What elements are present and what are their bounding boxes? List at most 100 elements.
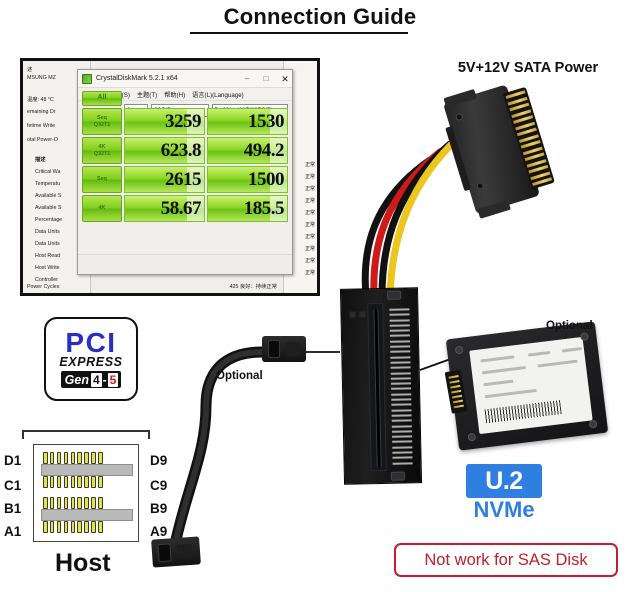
bg-text-9: Available S (35, 193, 62, 199)
pcie-gen-label: Gen (64, 372, 89, 387)
title-underline (190, 32, 408, 34)
ssd-barcode (484, 400, 562, 424)
4k-button[interactable]: 4K (82, 195, 122, 222)
benchmark-screenshot: 述 MSUNG MZ 温度: 48 °C emaining Dr fetime … (20, 58, 320, 296)
host-bracket (22, 430, 150, 439)
sata-data-connector-bottom (151, 536, 201, 568)
cdm-results-grid: All Seq Q32T1 3259 1530 (82, 91, 288, 222)
bg-footer-value: 425 良好：持续正常 (229, 284, 277, 290)
cell-highlight (186, 109, 204, 134)
pci-express-logo: PCI EXPRESS Gen 4 - 5 (44, 317, 138, 401)
cell-highlight (269, 167, 287, 192)
bg-text-2: 温度: 48 °C (27, 97, 54, 103)
crystaldiskmark-app-icon (82, 73, 92, 84)
cdm-window-title: CrystalDiskMark 5.2.1 x64 (96, 75, 178, 82)
host-bar-bottom (41, 509, 133, 521)
board-bracket-top (387, 290, 402, 300)
sas-warning-box: Not work for SAS Disk (394, 543, 618, 577)
ssd-label (469, 336, 593, 435)
cell-highlight (186, 167, 204, 192)
all-button[interactable]: All (82, 91, 122, 106)
optional-ssd-label: Optional (546, 320, 593, 332)
bg-footer-label: Power Cycles (27, 284, 60, 290)
seq-q32t1-button[interactable]: Seq Q32T1 (82, 108, 122, 135)
close-icon[interactable]: ✕ (281, 73, 289, 84)
host-label-d9: D9 (150, 453, 168, 468)
board-connector-slot (373, 309, 382, 468)
table-row: 4K 58.67 185.5 (82, 195, 288, 222)
read-value: 623.8 (160, 139, 202, 161)
cell-highlight (186, 196, 204, 221)
bg-text-1: MSUNG MZ (27, 75, 56, 81)
read-value-cell: 623.8 (124, 137, 205, 164)
bg-status-0: 正常 (304, 162, 315, 168)
bg-text-10: Available S (35, 205, 62, 211)
seq-button[interactable]: Seq (82, 166, 122, 193)
bg-status-5: 正常 (304, 222, 315, 228)
host-pin-row-b (43, 497, 131, 509)
host-bar-top (41, 464, 133, 476)
row-qualifier: Q32T1 (93, 150, 111, 157)
pcie-brand-text: PCI (65, 326, 117, 358)
bg-text-6: 描述 (35, 157, 46, 163)
write-value-cell: 1530 (207, 108, 288, 135)
cell-highlight (269, 109, 287, 134)
board-gold-fingers (389, 308, 413, 465)
cell-highlight (186, 138, 204, 163)
bg-status-1: 正常 (304, 174, 315, 180)
sas-warning-text: Not work for SAS Disk (424, 550, 588, 569)
row-qualifier: Q32T1 (93, 121, 111, 128)
bg-text-3: emaining Dr (27, 109, 56, 115)
menu-item-language[interactable]: 语言(L)(Language) (192, 91, 244, 99)
bg-text-15: Host Write (35, 265, 60, 271)
bg-text-13: Data Units (35, 241, 60, 247)
4k-q32t1-button[interactable]: 4K Q32T1 (82, 137, 122, 164)
bg-text-14: Host Read (35, 253, 61, 259)
host-label-a1: A1 (4, 524, 22, 539)
cdm-body: 9 ∨ 32GiB ∨ D: 68% (127/187GiB) ∨ Read [… (78, 91, 292, 226)
menu-item-theme[interactable]: 主题(T) (136, 91, 158, 99)
minimize-icon[interactable]: – (244, 74, 250, 83)
u2-ssd-drive (444, 321, 609, 451)
row-name: Seq (97, 115, 107, 122)
u2-badge-text: U.2 (485, 466, 523, 495)
bg-status-2: 正常 (304, 186, 315, 192)
host-connector-diagram (33, 444, 139, 542)
bg-text-7: Critical Wa (35, 169, 61, 175)
u2-adapter-board (339, 287, 423, 485)
host-pin-row-c (43, 476, 131, 488)
board-bracket-bottom (390, 471, 405, 481)
row-name: 4K (98, 144, 106, 151)
table-row: Seq Q32T1 3259 1530 (82, 108, 288, 135)
bg-status-3: 正常 (304, 198, 315, 204)
crystaldiskmark-window: CrystalDiskMark 5.2.1 x64 – □ ✕ 文件(F) 设置… (77, 69, 293, 275)
cdm-title-bar: CrystalDiskMark 5.2.1 x64 – □ ✕ (78, 70, 292, 88)
host-label-c9: C9 (150, 478, 168, 493)
sata-power-label: 5V+12V SATA Power (457, 60, 599, 76)
board-component (349, 311, 356, 318)
write-value-cell: 494.2 (207, 137, 288, 164)
bg-text-16: Controller (35, 277, 58, 283)
write-value: 1530 (248, 110, 285, 132)
bg-text-4: fetime Write (27, 123, 56, 129)
host-pin-row-a (43, 521, 131, 533)
write-value: 494.2 (243, 139, 285, 161)
menu-item-help[interactable]: 帮助(H) (164, 91, 186, 99)
read-value-cell: 58.67 (124, 195, 205, 222)
host-label-d1: D1 (4, 453, 22, 468)
bg-text-12: Data Units (35, 229, 60, 235)
maximize-icon[interactable]: □ (263, 74, 269, 83)
row-name: Seq (97, 176, 107, 183)
read-value-cell: 3259 (124, 108, 205, 135)
host-label-b1: B1 (4, 501, 22, 516)
sata-data-connector-top (262, 336, 306, 362)
bg-status-4: 正常 (304, 210, 315, 216)
pcie-gen-number-5: 5 (107, 372, 119, 387)
read-value: 2615 (165, 168, 202, 190)
write-value-cell: 1500 (207, 166, 288, 193)
optional-cable-label: Optional (216, 370, 263, 382)
board-u2-connector (367, 302, 387, 472)
bg-status-8: 正常 (304, 258, 315, 264)
u2-badge: U.2 (466, 464, 542, 498)
